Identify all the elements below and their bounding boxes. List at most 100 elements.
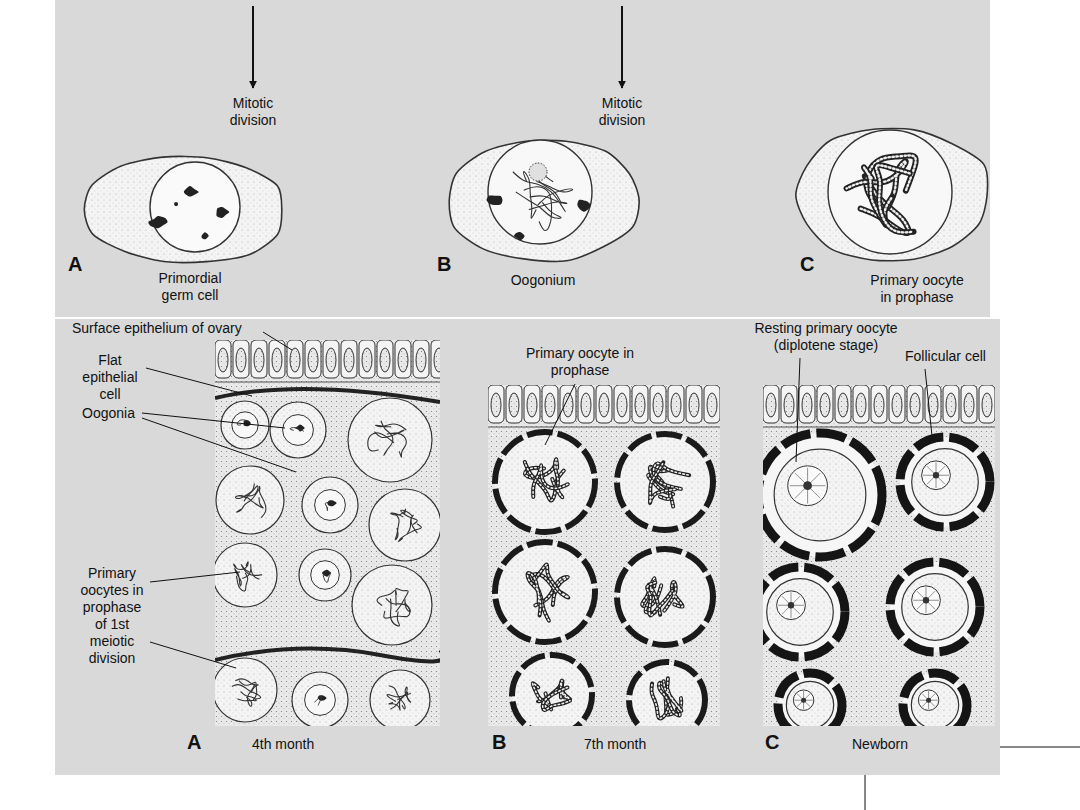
- epithelial-nucleus: [653, 393, 663, 417]
- nucleolus: [933, 472, 939, 478]
- primary-oocyte: [216, 466, 284, 534]
- epithelial-nucleus: [218, 348, 228, 372]
- chromatin-thread: [290, 428, 304, 432]
- chromatin-thread: [407, 515, 417, 534]
- epithelial-nucleus: [326, 348, 336, 372]
- leader-line: [796, 358, 800, 462]
- chromatin-clump: [327, 500, 336, 506]
- epithelial-nucleus: [236, 348, 246, 372]
- nucleus: [922, 461, 951, 490]
- epithelial-cell: [853, 385, 869, 423]
- epithelial-cell: [686, 385, 702, 423]
- primary-oocyte: [215, 543, 277, 607]
- epithelial-cell: [233, 340, 249, 378]
- chromatin-clump: [148, 216, 167, 228]
- oogonium: [270, 402, 326, 458]
- follicle-wall: [763, 433, 882, 557]
- structure-label: Resting primary oocyte (diplotene stage): [741, 320, 911, 354]
- chromatin-clump: [514, 232, 525, 241]
- epithelial-nucleus: [635, 393, 645, 417]
- primordial-follicle: [617, 549, 713, 645]
- epithelial-nucleus: [910, 393, 920, 417]
- chromatin-clump: [174, 202, 178, 206]
- primordial-follicle: [495, 542, 595, 642]
- epithelial-cell: [377, 340, 393, 378]
- chromatin-thread: [390, 599, 399, 626]
- cell-outline: [796, 128, 988, 260]
- chromatin-clump: [577, 200, 590, 212]
- epithelial-cell: [871, 385, 887, 423]
- chromatin-thread: [323, 574, 330, 582]
- primordial-follicle: [512, 655, 592, 726]
- oogonium: [302, 477, 358, 533]
- chromatin-thread: [387, 433, 406, 457]
- chromatin-clump: [216, 207, 229, 218]
- nucleus: [305, 685, 336, 716]
- epithelial-cell: [215, 340, 231, 378]
- epithelial-cell: [359, 340, 375, 378]
- epithelial-cell: [835, 385, 851, 423]
- cell-label: Primordial germ cell: [145, 270, 235, 304]
- primary-oocyte: [369, 489, 440, 561]
- structure-label: Primary oocyte in prophase: [520, 345, 640, 379]
- epithelial-cell: [524, 385, 540, 423]
- epithelial-nucleus: [964, 393, 974, 417]
- cell-drawings: [84, 128, 995, 738]
- oogonium: [221, 401, 269, 449]
- chromatin-clump: [201, 232, 208, 239]
- primordial-follicle: [495, 432, 595, 532]
- panel-letter: B: [437, 252, 461, 276]
- primary-oocyte: [215, 658, 277, 722]
- epithelial-cell: [763, 385, 779, 423]
- cell-label: Oogonium: [493, 272, 593, 289]
- panel-letter: B: [492, 730, 516, 754]
- chromosome-strand: [650, 462, 675, 503]
- epithelial-nucleus: [545, 393, 555, 417]
- chromosome-beads: [552, 459, 562, 497]
- nucleus: [150, 162, 240, 252]
- stage-label: 4th month: [252, 736, 342, 753]
- chromatin-thread: [232, 685, 261, 699]
- follicle-wall: [900, 437, 990, 527]
- chromatin-thread: [389, 699, 400, 710]
- primordial-follicle: [629, 662, 705, 726]
- top-panel: [55, 0, 990, 317]
- bottom-panel: [55, 319, 1000, 775]
- nucleolus: [926, 698, 931, 703]
- epithelial-nucleus: [766, 393, 776, 417]
- panel-letter: A: [68, 252, 92, 276]
- chromatin-thread: [368, 433, 394, 451]
- structure-label: Flat epithelial cell: [78, 352, 143, 403]
- structure-label: Primary oocytes in prophase of 1st meiot…: [78, 565, 146, 667]
- leader-line: [925, 369, 932, 436]
- chromosome-beads: [650, 462, 675, 503]
- ovary-section: [763, 385, 995, 726]
- chromatin-thread: [236, 573, 247, 591]
- resting-oocyte: [912, 449, 979, 516]
- resting-oocyte: [774, 449, 866, 541]
- epithelial-cell: [287, 340, 303, 378]
- chromosome-strand: [552, 459, 562, 497]
- epithelial-nucleus: [272, 348, 282, 372]
- chromosome-beads: [647, 583, 672, 616]
- epithelial-nucleus: [874, 393, 884, 417]
- epithelial-cell: [542, 385, 558, 423]
- primary-oocyte: [370, 670, 430, 726]
- epithelial-nucleus: [434, 348, 440, 372]
- epithelial-cell: [704, 385, 720, 423]
- leader-line: [150, 642, 236, 668]
- follicle-wall: [890, 562, 980, 652]
- epithelial-cell: [431, 340, 440, 378]
- epithelial-nucleus: [380, 348, 390, 372]
- leader-line: [150, 572, 240, 582]
- leader-line: [142, 418, 296, 472]
- cell-outline: [84, 156, 281, 262]
- primordial-germ-cell: [84, 156, 281, 262]
- epithelial-cell: [889, 385, 905, 423]
- edge-rule: [865, 775, 866, 810]
- chromatin-thread: [314, 697, 321, 706]
- epithelial-nucleus: [308, 348, 318, 372]
- epithelial-nucleus: [491, 393, 501, 417]
- basement-line: [488, 427, 720, 428]
